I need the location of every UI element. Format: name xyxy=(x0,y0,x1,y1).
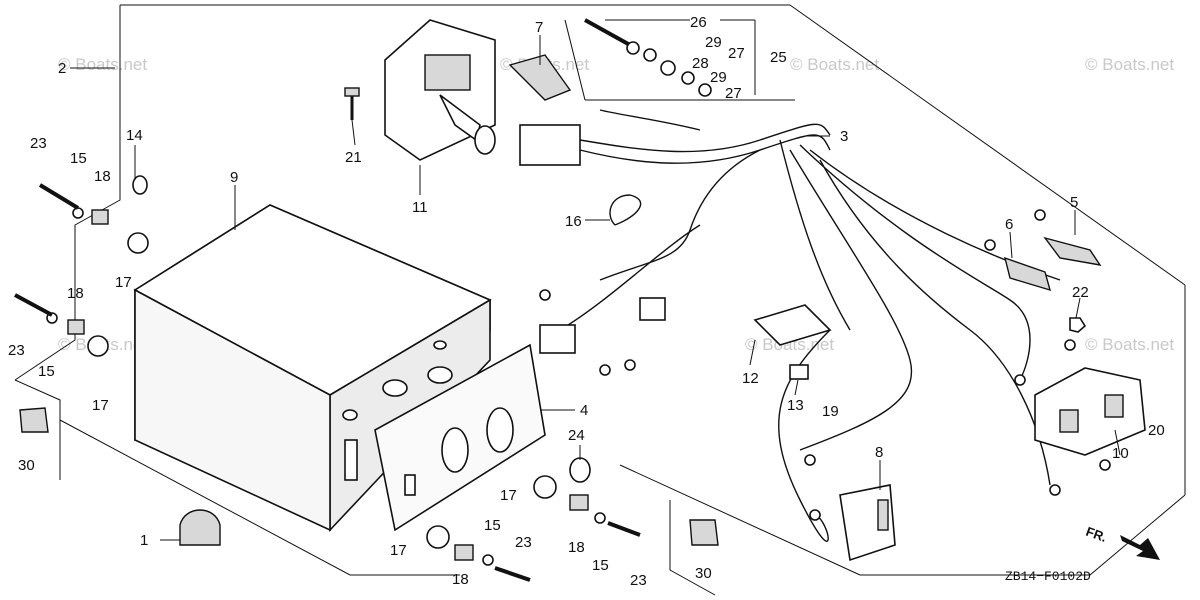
left-hardware xyxy=(14,175,149,433)
callout-21: 21 xyxy=(345,149,362,166)
bolt-washer-set xyxy=(584,18,712,97)
callout-29: 29 xyxy=(705,34,722,51)
callout-17: 17 xyxy=(500,487,517,504)
callout-5: 5 xyxy=(1070,194,1078,211)
front-direction-marker: FR. xyxy=(1084,524,1160,560)
screw-21 xyxy=(344,87,360,120)
callout-27: 27 xyxy=(725,85,742,102)
callout-10: 10 xyxy=(1112,445,1129,462)
nut-22 xyxy=(1069,317,1087,333)
callout-18: 18 xyxy=(67,285,84,302)
callout-27: 27 xyxy=(728,45,745,62)
outlet-receptacle xyxy=(1034,367,1146,456)
circuit-breaker xyxy=(839,484,896,562)
control-box-cover xyxy=(133,204,492,533)
callout-23: 23 xyxy=(515,534,532,551)
callout-16: 16 xyxy=(565,213,582,230)
callout-30: 30 xyxy=(695,565,712,582)
callout-26: 26 xyxy=(690,14,707,31)
watermark: © Boats.net xyxy=(1085,55,1174,74)
callout-23: 23 xyxy=(30,135,47,152)
callout-18: 18 xyxy=(94,168,111,185)
boundary-lines xyxy=(14,4,1186,596)
front-panel xyxy=(374,343,546,532)
callout-29: 29 xyxy=(710,69,727,86)
callout-28: 28 xyxy=(692,55,709,72)
callout-23: 23 xyxy=(8,342,25,359)
fuse-holders xyxy=(1004,236,1102,292)
callout-1: 1 xyxy=(140,532,148,549)
bracket-12 xyxy=(753,304,832,380)
callout-25: 25 xyxy=(770,49,787,66)
callout-12: 12 xyxy=(742,370,759,387)
terminal-bolt-7 xyxy=(508,54,572,101)
ignition-unit xyxy=(384,19,496,161)
callouts: 1 2 3 4 5 6 7 8 9 10 11 12 13 14 15 15 1… xyxy=(8,14,1165,589)
callout-20: 20 xyxy=(1148,422,1165,439)
callout-7: 7 xyxy=(535,19,543,36)
callout-19: 19 xyxy=(822,403,839,420)
callout-23: 23 xyxy=(630,572,647,589)
front-label: FR. xyxy=(1084,524,1109,545)
callout-6: 6 xyxy=(1005,216,1013,233)
callout-14: 14 xyxy=(126,127,143,144)
callout-18: 18 xyxy=(568,539,585,556)
cable-clamp xyxy=(609,194,642,226)
callout-24: 24 xyxy=(568,427,585,444)
watermark: © Boats.net xyxy=(58,55,147,74)
callout-9: 9 xyxy=(230,169,238,186)
callout-4: 4 xyxy=(580,402,588,419)
callout-15: 15 xyxy=(70,150,87,167)
callout-17: 17 xyxy=(92,397,109,414)
callout-17: 17 xyxy=(115,274,132,291)
callout-22: 22 xyxy=(1072,284,1089,301)
lower-hardware xyxy=(426,457,719,582)
callout-15: 15 xyxy=(38,363,55,380)
callout-15: 15 xyxy=(484,517,501,534)
rubber-cap xyxy=(179,509,221,546)
callout-13: 13 xyxy=(787,397,804,414)
callout-17: 17 xyxy=(390,542,407,559)
callout-3: 3 xyxy=(840,128,848,145)
diagram-code: ZB14−F0102D xyxy=(1005,569,1091,584)
callout-2: 2 xyxy=(58,60,66,77)
callout-15: 15 xyxy=(592,557,609,574)
leader-lines xyxy=(70,19,1121,541)
callout-8: 8 xyxy=(875,444,883,461)
watermark: © Boats.net xyxy=(1085,335,1174,354)
callout-30: 30 xyxy=(18,457,35,474)
watermark: © Boats.net xyxy=(790,55,879,74)
callout-18: 18 xyxy=(452,571,469,588)
callout-11: 11 xyxy=(412,199,428,216)
wire-harness xyxy=(519,109,1111,542)
